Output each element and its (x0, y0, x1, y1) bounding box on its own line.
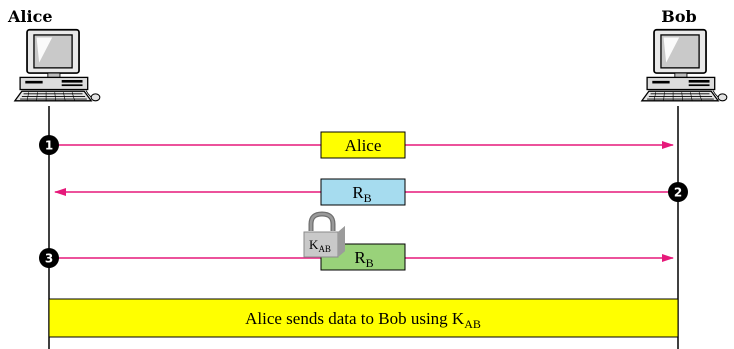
step-marker-2 (668, 182, 688, 202)
step-number-2: 2 (674, 186, 682, 200)
message-box-1 (320, 131, 406, 159)
step-marker-1 (39, 135, 59, 155)
step-number-1: 1 (45, 139, 53, 153)
banner-box (48, 298, 679, 338)
alice-computer-icon (13, 28, 101, 102)
message-2: RB 2 (54, 178, 688, 206)
padlock-icon: KAB (303, 211, 345, 258)
message-label-1: Alice (345, 136, 382, 155)
message-label-2: RB (352, 183, 371, 205)
message-label-3: RB (354, 248, 373, 270)
message-3: RB KAB 3 (39, 211, 674, 271)
bob-label: Bob (661, 7, 696, 26)
banner-label: Alice sends data to Bob using KAB (245, 309, 481, 331)
alice-label: Alice (7, 7, 53, 26)
bob-computer-icon (640, 28, 728, 102)
data-transfer-banner: Alice sends data to Bob using KAB (48, 298, 679, 338)
message-box-2 (320, 178, 406, 206)
lock-key-label: KAB (309, 237, 331, 254)
step-number-3: 3 (45, 252, 53, 266)
message-1: Alice 1 (39, 131, 674, 159)
step-marker-3 (39, 248, 59, 268)
